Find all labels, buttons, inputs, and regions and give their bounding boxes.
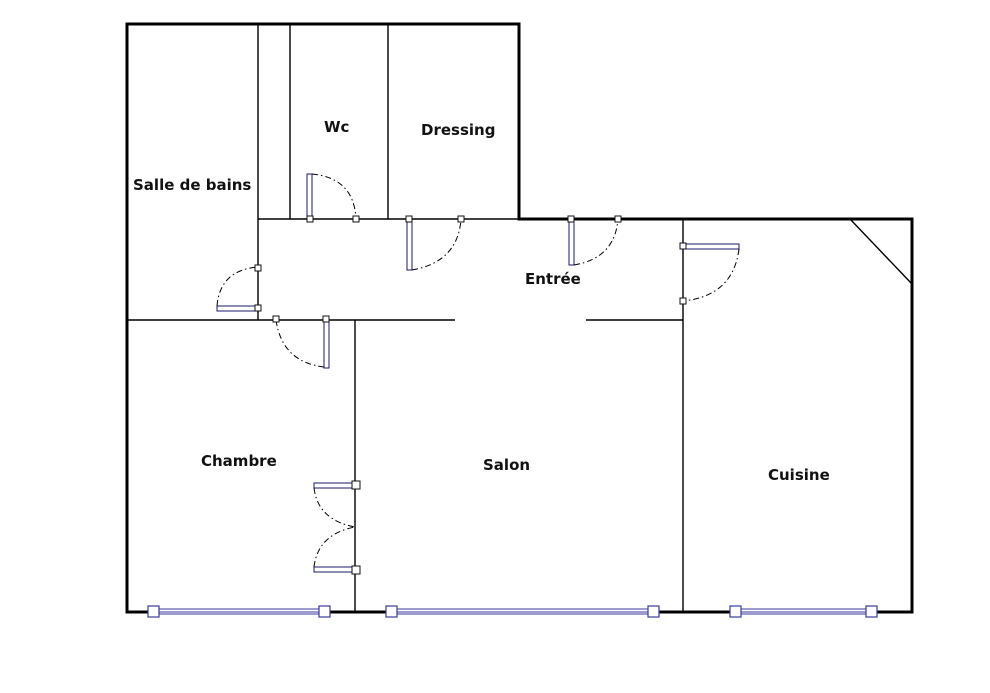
room-label-entree: Entrée	[525, 270, 581, 288]
room-label-cuisine: Cuisine	[768, 466, 830, 484]
interior-walls	[127, 24, 913, 612]
room-label-salon: Salon	[483, 456, 530, 474]
kitchen-corner-diagonal	[849, 218, 913, 285]
room-label-chambre: Chambre	[201, 452, 277, 470]
room-label-salle-de-bains: Salle de bains	[133, 176, 251, 194]
room-label-wc: Wc	[324, 118, 349, 136]
room-label-dressing: Dressing	[421, 121, 495, 139]
windows	[147, 605, 878, 618]
door-chambre[interactable]	[272, 315, 330, 369]
outer-walls	[125, 22, 914, 614]
door-dressing[interactable]	[405, 215, 465, 271]
room-labels: Salle de bains Wc Dressing Entrée Chambr…	[133, 118, 830, 484]
door-cuisine[interactable]	[679, 242, 740, 305]
door-entree[interactable]	[567, 215, 622, 266]
outer-wall-outline	[125, 22, 914, 614]
doors	[216, 173, 740, 575]
door-salle-de-bains[interactable]	[216, 264, 262, 312]
double-door-chambre-salon[interactable]	[313, 480, 361, 575]
window-chambre[interactable]	[147, 605, 331, 618]
door-wc[interactable]	[306, 173, 360, 223]
window-cuisine[interactable]	[729, 605, 878, 618]
window-salon[interactable]	[385, 605, 660, 618]
